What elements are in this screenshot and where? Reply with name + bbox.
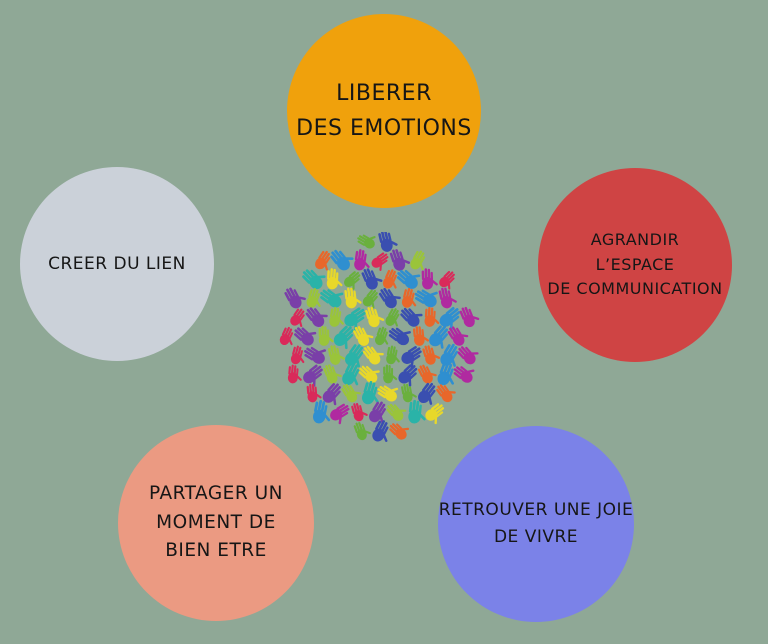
hand-icon <box>407 399 429 425</box>
hand-icon <box>311 398 335 426</box>
hand-icon <box>385 344 403 366</box>
hand-icon <box>437 269 461 293</box>
hand-icon <box>421 342 442 366</box>
hand-icon <box>318 325 335 346</box>
hand-icon <box>277 325 300 349</box>
hand-icon <box>398 301 427 330</box>
hand-icon <box>327 343 347 366</box>
hand-icon <box>458 303 482 329</box>
hand-icon <box>352 418 373 442</box>
bubble-text-line: CREER DU LIEN <box>48 253 186 274</box>
hand-icon <box>421 267 439 290</box>
bubble-liberer-des-emotions: LIBERER DES EMOTIONS <box>287 14 481 208</box>
bubble-partager-moment-bien-etre: PARTAGER UN MOMENT DE BIEN ETRE <box>118 425 314 621</box>
hand-icon <box>326 267 344 290</box>
hand-icon <box>299 262 330 292</box>
hand-icon <box>328 306 347 329</box>
hand-icon <box>287 364 304 385</box>
bubble-retrouver-joie-de-vivre: RETROUVER UNE JOIE DE VIVRE <box>438 426 634 622</box>
hand-icon <box>424 306 441 328</box>
bubble-text-line: PARTAGER UN <box>149 482 283 504</box>
bubble-text-line: DES EMOTIONS <box>296 116 472 141</box>
hand-icon <box>416 360 440 386</box>
hand-icon <box>327 402 355 428</box>
bubble-text-line: L’ESPACE <box>595 254 675 274</box>
hand-icon <box>423 401 450 428</box>
hand-icon <box>412 324 430 347</box>
bubble-text-line: DE COMMUNICATION <box>547 279 723 299</box>
hand-icon <box>300 362 329 391</box>
hand-icon <box>451 359 479 386</box>
hands-globe-icon <box>277 232 482 444</box>
hand-icon <box>383 364 398 384</box>
bubble-text-line: DE VIVRE <box>493 527 579 547</box>
hand-icon <box>364 303 386 329</box>
bubble-agrandir-espace-communication: AGRANDIR L’ESPACE DE COMMUNICATION <box>538 168 732 362</box>
hand-icon <box>282 282 309 311</box>
bubble-creer-du-lien: CREER DU LIEN <box>20 167 214 361</box>
bubble-text-line: AGRANDIR <box>590 229 680 249</box>
bubble-text-line: MOMENT DE <box>156 511 276 533</box>
hand-icon <box>353 248 373 272</box>
hand-icon <box>438 285 459 310</box>
bubble-text-line: LIBERER <box>336 80 432 106</box>
bubble-text-line: BIEN ETRE <box>165 540 267 562</box>
hand-icon <box>355 232 379 251</box>
hand-icon <box>322 361 344 386</box>
hand-icon <box>388 245 413 273</box>
hand-icon <box>387 417 413 442</box>
hand-icon <box>384 397 410 424</box>
bubble-text-line: RETROUVER UNE JOIE <box>438 499 634 520</box>
